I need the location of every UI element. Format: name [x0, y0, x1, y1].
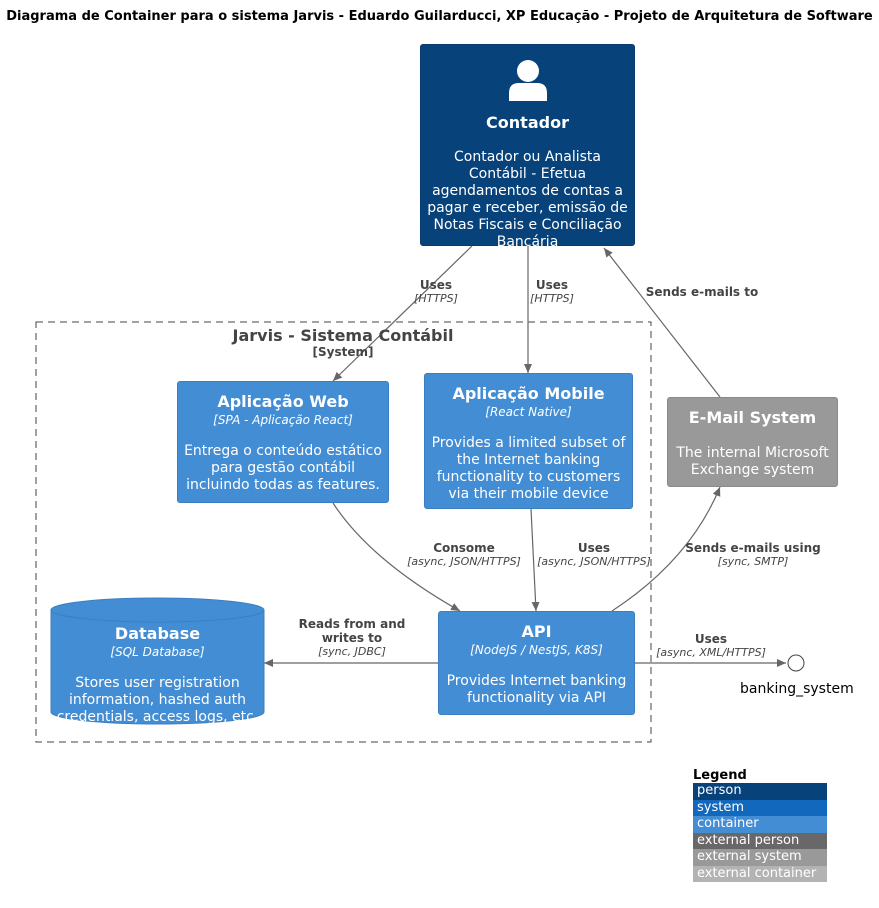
relation-text: Uses: [419, 278, 453, 292]
relation-tech: [sync, JDBC]: [318, 645, 386, 658]
relation-text: Sends e-mails using: [685, 541, 821, 555]
relation-tech: [async, JSON/HTTPS]: [407, 555, 521, 568]
relation-text: Uses: [694, 632, 728, 646]
relation-label-api-banking: Uses [async, XML/HTTPS]: [644, 632, 778, 660]
person-contador: Contador Contador ou Analista Contábil -…: [420, 44, 635, 250]
container-tech: [SQL Database]: [110, 645, 205, 659]
legend-item-container: container: [693, 816, 827, 833]
arrow-web-api: [332, 502, 461, 612]
arrow-person-web: [332, 245, 473, 382]
relation-label-person-web: Uses [HTTPS]: [400, 278, 472, 306]
external-system-description: The internal Microsoft Exchange system: [676, 445, 829, 478]
arrow-api-email: [611, 486, 721, 612]
relation-tech: [sync, SMTP]: [717, 555, 789, 568]
relation-label-mobile-api: Uses [async, JSON/HTTPS]: [528, 541, 660, 569]
system-boundary: [35, 321, 652, 743]
container-description: Stores user registration information, ha…: [56, 675, 259, 725]
relation-text: Reads from and writes to: [298, 617, 406, 645]
container-description: Provides Internet banking functionality …: [446, 673, 627, 706]
container-name: Aplicação Web: [217, 392, 349, 411]
legend-title: Legend: [693, 768, 747, 783]
container-database: Database [SQL Database] Stores user regi…: [51, 598, 264, 725]
person-icon: [509, 60, 547, 101]
boundary-type: [System]: [312, 345, 374, 359]
relation-text: Uses: [535, 278, 569, 292]
person-name: Contador: [486, 113, 569, 132]
relation-tech: [HTTPS]: [530, 292, 574, 305]
container-web: Aplicação Web [SPA - Aplicação React] En…: [177, 381, 389, 503]
legend-item-external-system: external system: [693, 849, 827, 866]
banking-system-label: banking_system: [740, 681, 854, 697]
relation-label-email-person: Sends e-mails to: [640, 285, 764, 299]
container-tech: [React Native]: [485, 405, 572, 419]
container-description: Provides a limited subset of the Interne…: [431, 435, 626, 502]
banking-system-interface-icon: [787, 654, 805, 672]
relation-text: Sends e-mails to: [645, 285, 759, 299]
legend-item-external-person: external person: [693, 832, 827, 849]
container-mobile: Aplicação Mobile [React Native] Provides…: [424, 373, 633, 509]
relation-tech: [async, XML/HTTPS]: [656, 646, 766, 659]
relation-text: Consome: [433, 541, 495, 555]
boundary-name: Jarvis - Sistema Contábil: [232, 326, 454, 345]
diagram-title: Diagrama de Container para o sistema Jar…: [6, 9, 873, 24]
container-description: Entrega o conteúdo estático para gestão …: [184, 443, 382, 493]
legend-item-person: person: [693, 783, 827, 800]
arrow-email-person: [603, 247, 721, 398]
relation-tech: [async, JSON/HTTPS]: [537, 555, 651, 568]
container-api: API [NodeJS / NestJS, K8S] Provides Inte…: [438, 611, 635, 715]
legend-item-system: system: [693, 799, 827, 816]
external-system-name: E-Mail System: [688, 408, 817, 427]
relation-label-api-database: Reads from and writes to [sync, JDBC]: [278, 617, 426, 659]
database-cylinder-icon: [50, 597, 265, 725]
person-description: Contador ou Analista Contábil - Efetua a…: [427, 149, 628, 250]
relation-text: Uses: [577, 541, 611, 555]
container-tech: [NodeJS / NestJS, K8S]: [470, 643, 603, 657]
legend-item-external-container: external container: [693, 865, 827, 882]
external-system-email: E-Mail System The internal Microsoft Exc…: [667, 397, 838, 487]
relation-label-web-api: Consome [async, JSON/HTTPS]: [398, 541, 530, 569]
relation-label-api-email: Sends e-mails using [sync, SMTP]: [682, 541, 824, 569]
relation-label-person-mobile: Uses [HTTPS]: [516, 278, 588, 306]
relation-tech: [HTTPS]: [414, 292, 458, 305]
arrow-mobile-api: [530, 508, 540, 612]
container-name: Aplicação Mobile: [452, 384, 605, 403]
boundary-label: Jarvis - Sistema Contábil [System]: [190, 326, 496, 359]
container-name: API: [521, 622, 552, 641]
legend: Legend person system container external …: [693, 768, 827, 882]
container-name: Database: [114, 624, 201, 643]
container-tech: [SPA - Aplicação React]: [213, 413, 353, 427]
